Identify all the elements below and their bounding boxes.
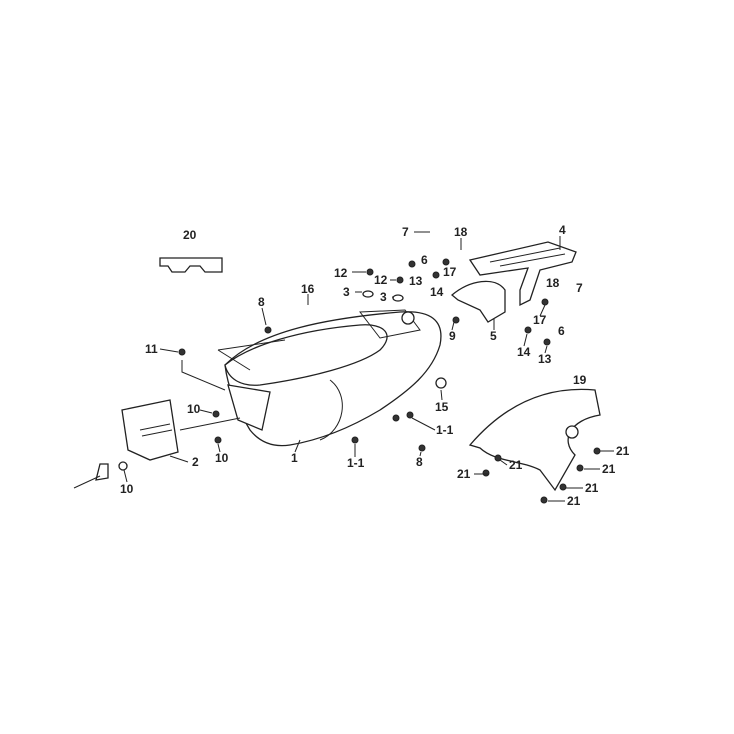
label-14: 14	[430, 285, 444, 299]
label-21: 21	[616, 444, 630, 458]
label-19: 19	[573, 373, 587, 387]
leader-lines	[123, 231, 614, 502]
label-7: 7	[576, 281, 583, 295]
label-14: 14	[517, 345, 531, 359]
label-18: 18	[454, 225, 468, 239]
part-1-rear-panel	[227, 384, 271, 431]
label-3: 3	[343, 285, 350, 299]
label-8: 8	[416, 455, 423, 469]
label-13: 13	[538, 352, 552, 366]
label-1-1: 1-1	[436, 423, 454, 437]
part-5-cover	[450, 280, 506, 323]
label-17: 17	[533, 313, 547, 327]
label-6: 6	[421, 253, 428, 267]
label-3: 3	[380, 290, 387, 304]
label-11: 11	[145, 342, 158, 356]
label-18: 18	[546, 276, 560, 290]
label-8: 8	[258, 295, 265, 309]
label-5: 5	[490, 329, 497, 343]
label-12: 12	[334, 266, 348, 280]
label-2: 2	[192, 455, 199, 469]
label-10: 10	[215, 451, 229, 465]
part-20-bracket	[159, 257, 223, 273]
label-12: 12	[374, 273, 388, 287]
label-7: 7	[402, 225, 409, 239]
label-10: 10	[120, 482, 134, 496]
part-19-under-cover	[468, 388, 601, 492]
label-4: 4	[559, 223, 566, 237]
label-10: 10	[187, 402, 201, 416]
label-20: 20	[183, 228, 197, 242]
label-21: 21	[602, 462, 616, 476]
label-21: 21	[457, 467, 471, 481]
part-4-rack	[468, 241, 577, 307]
fasteners	[118, 258, 601, 504]
label-17: 17	[443, 265, 457, 279]
label-21: 21	[585, 481, 599, 495]
label-21: 21	[509, 458, 523, 472]
label-9: 9	[449, 329, 456, 343]
callout-labels: 20 7 18 4 12 12 13 6 17 3 3 14 18 7 8 16…	[120, 223, 630, 508]
part-connector	[95, 463, 109, 481]
label-15: 15	[435, 400, 449, 414]
label-13: 13	[409, 274, 423, 288]
label-21: 21	[567, 494, 581, 508]
label-16: 16	[301, 282, 315, 296]
part-1-seat-outline	[224, 324, 388, 386]
label-1-1: 1-1	[347, 456, 365, 470]
label-1: 1	[291, 451, 298, 465]
part-2-lid	[121, 399, 179, 461]
label-6: 6	[558, 324, 565, 338]
